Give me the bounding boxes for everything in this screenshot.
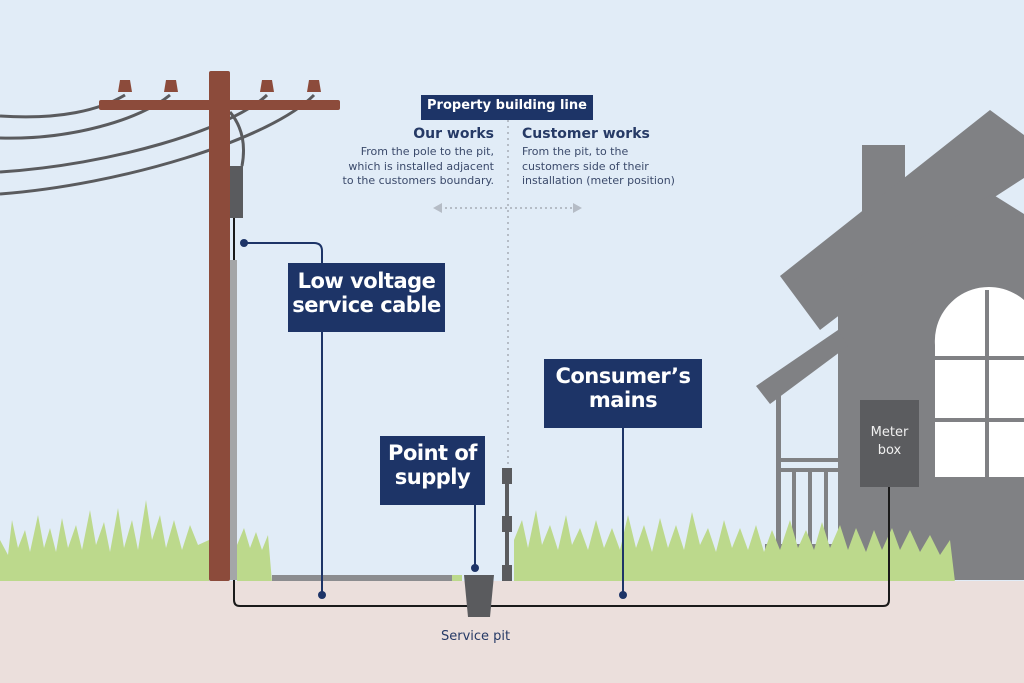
boundary-post	[502, 468, 512, 581]
our-works-heading: Our works	[413, 126, 494, 142]
label-line: mains	[588, 388, 658, 413]
roof	[780, 110, 1024, 330]
grass-near-pole	[237, 528, 272, 582]
label-line: box	[877, 443, 902, 458]
callout-dot	[318, 591, 326, 599]
property-building-line-label: Property building line	[421, 95, 593, 120]
surface-conduit	[272, 575, 452, 581]
insulator	[164, 80, 178, 92]
insulator	[118, 80, 132, 92]
insulator	[260, 80, 274, 92]
grass-at-pit	[452, 575, 462, 582]
pole-shaft	[209, 71, 230, 581]
our-works-line: to the customers boundary.	[342, 174, 494, 187]
customer-works-line: From the pit, to the	[522, 145, 629, 158]
arrow-left-icon	[433, 203, 442, 213]
works-double-arrow	[433, 203, 582, 213]
porch-rail-top	[776, 458, 838, 462]
grass-left	[0, 500, 209, 582]
railing-baluster	[808, 468, 812, 558]
callout-lines	[244, 242, 624, 595]
meter-box: Meter box	[860, 400, 919, 487]
railing-baluster	[792, 468, 796, 558]
point-of-supply-label: Point of supply	[380, 436, 485, 505]
railing-baluster	[824, 468, 828, 558]
label-line: service cable	[292, 293, 441, 318]
label-line: Meter	[870, 425, 909, 440]
arrow-right-icon	[573, 203, 582, 213]
label-line: Point of	[388, 441, 477, 465]
low-voltage-service-cable-label: Low voltage service cable	[288, 263, 445, 332]
overhead-wire	[0, 93, 126, 119]
arched-window	[930, 286, 1024, 480]
label-line: Low voltage	[297, 269, 436, 293]
service-pit-label: Service pit	[441, 629, 511, 644]
insulator	[307, 80, 321, 92]
consumers-mains-label: Consumer’s mains	[544, 359, 702, 428]
label-line: supply	[394, 465, 471, 490]
grass-right	[514, 510, 955, 582]
cable-guard	[230, 260, 237, 580]
service-pit	[464, 575, 494, 617]
ground	[0, 581, 1024, 683]
our-works-line: From the pole to the pit,	[360, 145, 494, 158]
porch-rail	[776, 468, 838, 472]
porch-roof	[756, 330, 848, 404]
overhead-wire	[0, 93, 316, 196]
customer-works-description: From the pit, to the customers side of t…	[522, 145, 675, 189]
our-works-description: From the pole to the pit, which is insta…	[343, 145, 494, 189]
leader-low-voltage-top	[244, 242, 323, 263]
customer-works-line: installation (meter position)	[522, 174, 675, 187]
label-line: Consumer’s	[555, 364, 691, 388]
our-works-line: which is installed adjacent	[348, 159, 494, 173]
underground-cable	[233, 487, 890, 607]
callout-dot	[240, 239, 248, 247]
power-pole	[99, 71, 340, 581]
porch-post	[776, 395, 781, 565]
callout-dot	[619, 591, 627, 599]
callout-dot	[471, 564, 479, 572]
grass	[0, 500, 955, 582]
customer-works-line: customers side of their	[522, 159, 649, 173]
service-drop-wire	[228, 111, 245, 167]
pole-fuse-box	[230, 166, 243, 218]
customer-works-heading: Customer works	[522, 126, 650, 142]
